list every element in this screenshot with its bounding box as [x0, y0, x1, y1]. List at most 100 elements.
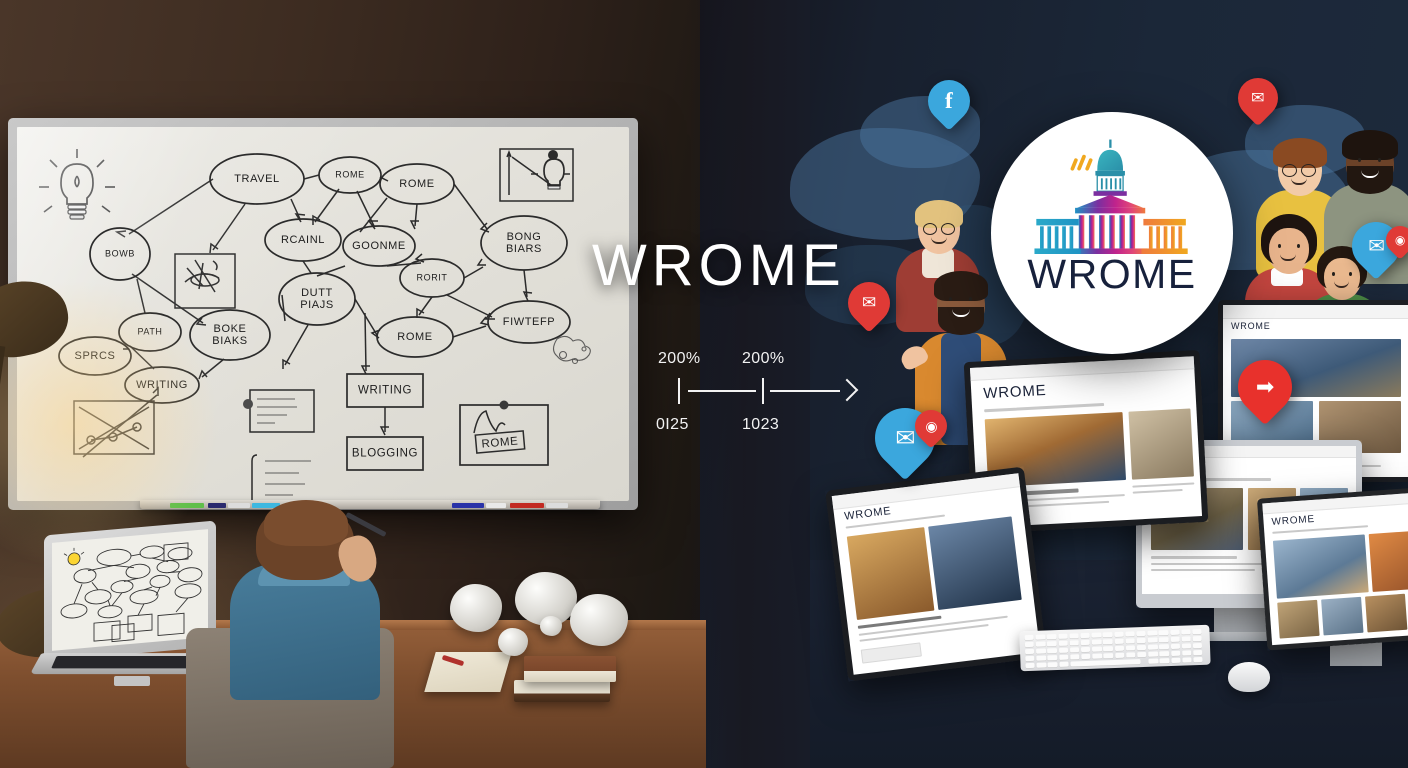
- keyboard-key[interactable]: [1181, 650, 1192, 657]
- keyboard-key[interactable]: [1192, 635, 1203, 642]
- keyboard-key[interactable]: [1036, 648, 1046, 655]
- keyboard-key[interactable]: [1092, 646, 1102, 653]
- keyboard-key[interactable]: [1114, 631, 1124, 638]
- laptop[interactable]: [29, 520, 233, 696]
- keyboard-key[interactable]: [1080, 632, 1091, 639]
- keyboard-key[interactable]: [1091, 632, 1102, 639]
- keyboard-key[interactable]: [1069, 633, 1079, 639]
- keyboard-key[interactable]: [1024, 634, 1035, 641]
- keyboard-key[interactable]: [1125, 652, 1136, 659]
- keyboard-key[interactable]: [1170, 650, 1181, 657]
- keyboard-key[interactable]: [1192, 628, 1202, 635]
- mouse[interactable]: [1228, 662, 1270, 692]
- keyboard-key[interactable]: [1046, 634, 1057, 640]
- keyboard-key[interactable]: [1125, 631, 1135, 638]
- keyboard-key[interactable]: [1058, 654, 1069, 661]
- keyboard-key[interactable]: [1047, 655, 1058, 661]
- keyboard-key[interactable]: [1159, 637, 1169, 643]
- keyboard-key[interactable]: [1182, 657, 1192, 664]
- svg-text:ROME: ROME: [399, 178, 434, 190]
- keyboard-key[interactable]: [1036, 655, 1046, 662]
- keyboard-key[interactable]: [1114, 638, 1124, 645]
- keyboard-key[interactable]: [1024, 648, 1035, 655]
- keyboard-key[interactable]: [1047, 648, 1057, 654]
- keyboard-key[interactable]: [1125, 638, 1136, 645]
- keyboard-key[interactable]: [1136, 644, 1147, 651]
- keyboard-key[interactable]: [1159, 658, 1170, 664]
- whiteboard-marker[interactable]: [252, 503, 280, 508]
- keyboard-key[interactable]: [1125, 645, 1136, 652]
- keyboard-key[interactable]: [1069, 654, 1080, 660]
- progress-timeline: 200% 200% 0I25 1023: [650, 350, 859, 442]
- keyboard-key[interactable]: [1025, 662, 1036, 669]
- keyboard-key[interactable]: [1148, 644, 1158, 651]
- laptop-trackpad[interactable]: [114, 676, 150, 686]
- keyboard-key[interactable]: [1147, 630, 1158, 637]
- keyboard-key[interactable]: [1181, 643, 1192, 650]
- whiteboard-marker[interactable]: [486, 503, 506, 508]
- keyboard-key[interactable]: [1092, 653, 1102, 660]
- keyboard-key[interactable]: [1192, 642, 1203, 649]
- keyboard-key[interactable]: [1193, 656, 1203, 663]
- keyboard-key[interactable]: [1137, 651, 1147, 658]
- paper-ball: [450, 584, 502, 632]
- keyboard-key[interactable]: [1170, 636, 1180, 643]
- keyboard-key[interactable]: [1103, 639, 1113, 645]
- keyboard-key[interactable]: [1147, 637, 1158, 644]
- monitor-center-base: [1182, 632, 1310, 641]
- keyboard-key[interactable]: [1035, 634, 1046, 641]
- keyboard-key[interactable]: [1170, 643, 1181, 650]
- keyboard-key[interactable]: [1091, 639, 1102, 646]
- keyboard[interactable]: [1019, 624, 1211, 672]
- keyboard-key[interactable]: [1181, 636, 1192, 643]
- timeline-pct-left: 200%: [658, 350, 701, 367]
- keyboard-key[interactable]: [1193, 649, 1203, 656]
- keyboard-key[interactable]: [1148, 658, 1159, 665]
- whiteboard-marker[interactable]: [510, 503, 544, 508]
- keyboard-key[interactable]: [1159, 651, 1170, 657]
- keyboard-key[interactable]: [1058, 647, 1069, 654]
- whiteboard-marker-tray: [140, 500, 600, 509]
- keyboard-key[interactable]: [1047, 662, 1058, 668]
- keyboard-key[interactable]: [1170, 657, 1181, 664]
- keyboard-key[interactable]: [1136, 637, 1147, 644]
- keyboard-key[interactable]: [1136, 630, 1147, 637]
- svg-text:BIAKS: BIAKS: [212, 335, 247, 347]
- tablet-lower-left[interactable]: WROME: [825, 466, 1047, 682]
- keyboard-key[interactable]: [1159, 644, 1169, 650]
- whiteboard-marker[interactable]: [452, 503, 484, 508]
- keyboard-key[interactable]: [1058, 633, 1068, 640]
- mindmap-node: ROME: [318, 156, 382, 194]
- whiteboard-marker[interactable]: [546, 503, 568, 508]
- keyboard-key[interactable]: [1069, 640, 1080, 646]
- keyboard-key[interactable]: [1025, 655, 1035, 662]
- keyboard-key[interactable]: [1035, 641, 1046, 648]
- whiteboard-marker[interactable]: [208, 503, 226, 508]
- svg-text:ROME: ROME: [397, 331, 432, 343]
- keyboard-key[interactable]: [1158, 630, 1169, 636]
- keyboard-key[interactable]: [1114, 652, 1125, 659]
- keyboard-key[interactable]: [1170, 629, 1180, 636]
- keyboard-key[interactable]: [1036, 662, 1047, 669]
- keyboard-key[interactable]: [1181, 629, 1191, 636]
- keyboard-key[interactable]: [1102, 632, 1113, 638]
- keyboard-key[interactable]: [1080, 646, 1091, 653]
- keyboard-key[interactable]: [1114, 645, 1125, 652]
- keyboard-key[interactable]: [1080, 639, 1091, 646]
- keyboard-key[interactable]: [1081, 653, 1091, 660]
- keyboard-key[interactable]: [1047, 641, 1057, 647]
- person-seated: [208, 500, 396, 700]
- keyboard-key[interactable]: [1059, 661, 1069, 668]
- keyboard-key[interactable]: [1148, 651, 1158, 658]
- neoclassical-building-icon: [1034, 139, 1188, 254]
- keyboard-key[interactable]: [1058, 640, 1068, 647]
- whiteboard-marker[interactable]: [228, 503, 250, 508]
- keyboard-key[interactable]: [1103, 653, 1114, 659]
- svg-text:TRAVEL: TRAVEL: [234, 173, 280, 185]
- keyboard-key[interactable]: [1103, 646, 1113, 652]
- monitor-front-right[interactable]: WROME: [1256, 485, 1408, 651]
- arrow-right-icon: [835, 378, 859, 402]
- keyboard-key[interactable]: [1069, 647, 1080, 653]
- keyboard-key[interactable]: [1070, 659, 1141, 667]
- keyboard-key[interactable]: [1024, 641, 1035, 648]
